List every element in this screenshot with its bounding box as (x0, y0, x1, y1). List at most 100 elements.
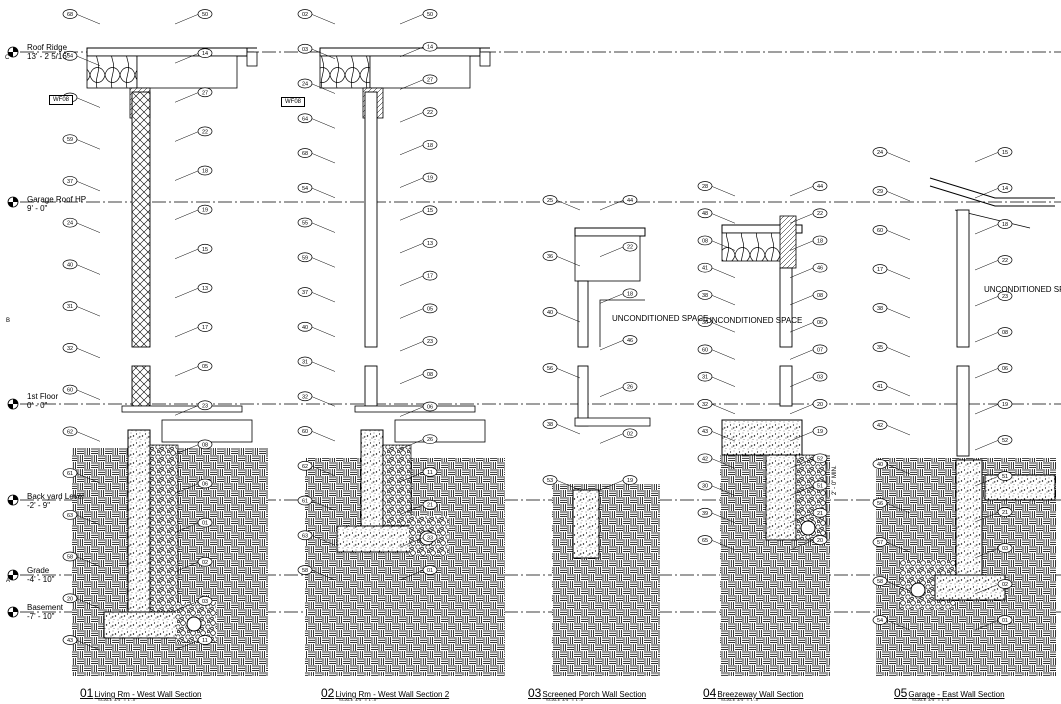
keynote-bubble: 40 (62, 259, 101, 275)
keynote-number: 50 (427, 12, 433, 18)
keynote-number: 20 (817, 402, 823, 408)
keynote-ellipse (62, 635, 78, 645)
foundation-wall (127, 429, 151, 613)
garage-roof (929, 177, 1055, 207)
keynote-number: 43 (702, 429, 708, 435)
keynote-number: 06 (1002, 366, 1008, 372)
roof-deck (86, 47, 248, 57)
keynote-leader (75, 431, 101, 442)
keynote-bubble: 68 (62, 9, 101, 25)
keynote-bubble: 03 (974, 543, 1013, 559)
keynote-ellipse (62, 9, 78, 19)
keynote-bubble: 18 (974, 219, 1013, 235)
keynote-number: 17 (202, 325, 208, 331)
keynote-number: 58 (67, 555, 73, 561)
keynote-bubble: 22 (974, 255, 1013, 271)
keynote-number: 54 (877, 618, 883, 624)
keynote-number: 30 (702, 484, 708, 490)
keynote-number: 51 (817, 484, 823, 490)
keynote-number: 32 (67, 346, 73, 352)
keynote-leader (599, 479, 625, 491)
keynote-leader (174, 248, 200, 259)
keynote-number: 40 (302, 325, 308, 331)
keynote-leader (710, 458, 736, 469)
keynote-leader (75, 55, 101, 66)
porch-pier (572, 489, 600, 559)
keynote-leader (974, 331, 1000, 343)
keynote-bubble: 43 (62, 635, 101, 651)
keynote-ellipse (997, 363, 1013, 373)
keynote-leader (710, 349, 736, 360)
screen-frame (599, 299, 645, 347)
keynote-number: 20 (817, 538, 823, 544)
keynote-ellipse (297, 356, 313, 367)
keynote-ellipse (812, 535, 828, 545)
keynote-ellipse (872, 615, 888, 625)
dimension-label: 2' - 0" MIN. (832, 465, 838, 495)
keynote-ellipse (297, 9, 313, 19)
grid-letter-b: B (6, 318, 11, 324)
keynote-bubble: 56 (542, 363, 581, 379)
keynote-bubble: 21 (974, 507, 1013, 523)
keynote-bubble: 68 (297, 148, 336, 164)
keynote-bubble: 42 (872, 420, 911, 436)
keynote-leader (174, 170, 200, 181)
keynote-bubble: 58 (297, 565, 336, 581)
keynote-bubble: 13 (174, 283, 213, 299)
wall-section (721, 215, 827, 541)
section-title-03: 03Screened Porch Wall Section SCALE 3/4"… (528, 684, 646, 702)
keynote-ellipse (622, 195, 638, 205)
keynote-leader (310, 361, 336, 372)
keynote-ellipse (197, 9, 213, 19)
keynote-number: 19 (427, 176, 433, 182)
keynote-bubble: 20 (62, 593, 101, 609)
keynote-bubble: 28 (697, 181, 736, 197)
keynote-number: 19 (817, 429, 823, 435)
floor-joist (161, 419, 253, 443)
garage-wall-lower (956, 365, 970, 457)
keynote-bubble: 06 (974, 363, 1013, 379)
keynote-leader (399, 340, 425, 352)
keynote-ellipse (62, 343, 78, 353)
keynote-bubble: 55 (297, 217, 336, 233)
keynote-leader (75, 222, 101, 233)
keynote-ellipse (422, 41, 438, 52)
keynote-bubble: 14 (974, 183, 1013, 199)
keynote-number: 02 (202, 560, 208, 566)
section-title-04: 04Breezeway Wall Section SCALE 3/4" = 1'… (703, 684, 803, 702)
keynote-ellipse (872, 303, 888, 313)
keynote-ellipse (62, 426, 78, 437)
breezeway-insulation (721, 232, 788, 262)
keynote-leader (789, 349, 815, 360)
keynote-leader (75, 472, 101, 484)
keynote-number: 60 (702, 347, 708, 353)
keynote-leader (310, 396, 336, 407)
keynote-ellipse (622, 241, 638, 252)
level-marker (7, 46, 19, 58)
drainage-gravel (382, 444, 412, 527)
keynote-ellipse (872, 420, 888, 430)
keynote-leader (310, 535, 336, 546)
keynote-ellipse (197, 165, 213, 176)
keynote-bubble: 19 (599, 475, 638, 491)
keynote-ellipse (422, 205, 438, 216)
keynote-leader (555, 255, 581, 267)
keynote-ellipse (62, 551, 78, 562)
keynote-number: 36 (547, 254, 553, 260)
keynote-leader (885, 229, 911, 241)
keynote-number: 27 (202, 90, 208, 96)
keynote-bubble: 60 (297, 426, 336, 442)
fascia (246, 51, 258, 67)
level-marker (7, 494, 19, 506)
footing (336, 525, 418, 553)
keynote-leader (710, 539, 736, 551)
keynote-leader (974, 619, 1000, 631)
keynote-number: 19 (627, 478, 633, 484)
keynote-number: 22 (817, 211, 823, 217)
keynote-number: 44 (627, 198, 633, 204)
keynote-ellipse (812, 262, 828, 273)
keynote-leader (174, 52, 200, 64)
keynote-ellipse (197, 556, 213, 567)
keynote-ellipse (422, 565, 438, 575)
keynote-leader (789, 321, 815, 333)
